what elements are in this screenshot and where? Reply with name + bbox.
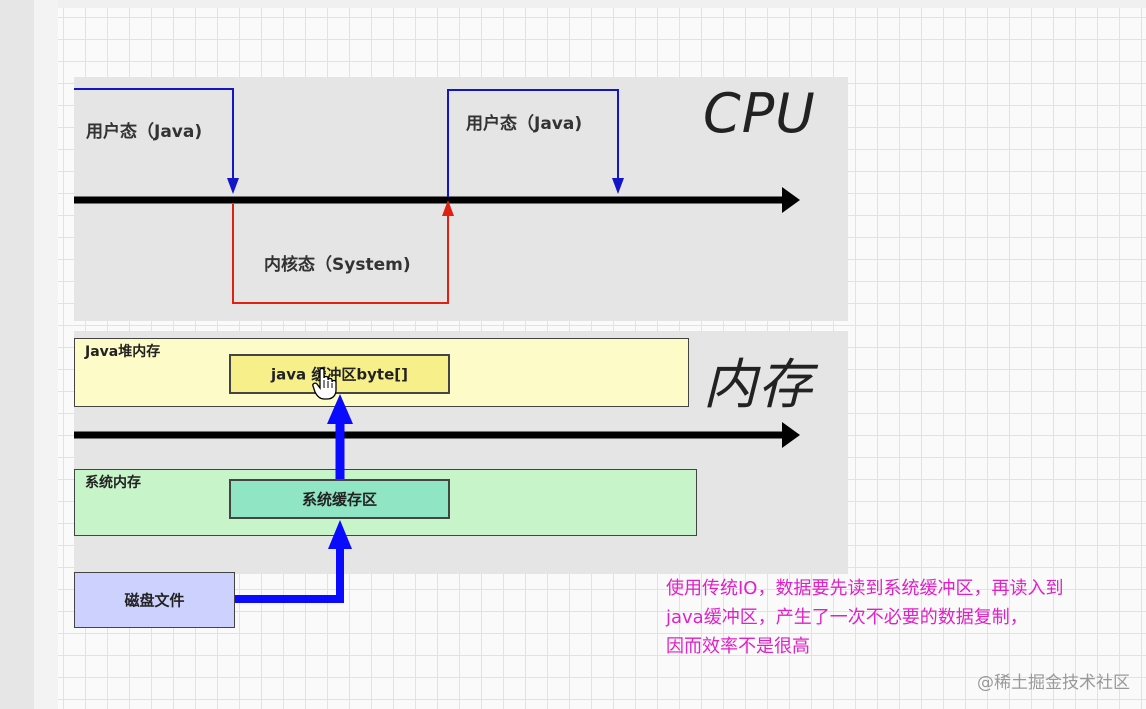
note-line: java缓冲区，产生了一次不必要的数据复制， (666, 607, 1028, 628)
system-buffer-to-java-buffer-arrow (327, 394, 353, 479)
system-buffer-label: 系统缓存区 (301, 490, 377, 509)
java-heap-label: Java堆内存 (85, 344, 161, 360)
memory-title: 内存 (703, 353, 813, 416)
explanation-note: 使用传统IO，数据要先读到系统缓冲区，再读入到 java缓冲区，产生了一次不必要… (666, 574, 1136, 661)
user-mode-2-label: 用户态（Java) (466, 114, 583, 134)
user-mode-1-path (74, 88, 239, 194)
java-buffer-box: java 缓冲区byte[] (229, 354, 450, 394)
memory-timeline-arrow (74, 422, 800, 448)
user-mode-1-label: 用户态（Java) (86, 122, 203, 142)
system-buffer-box: 系统缓存区 (229, 479, 450, 519)
cpu-title: CPU (703, 82, 816, 145)
disk-to-system-buffer-arrow (235, 520, 352, 603)
java-buffer-label: java 缓冲区byte[] (271, 365, 408, 384)
system-memory-label: 系统内存 (85, 475, 141, 491)
window-top-edge (58, 0, 1146, 8)
note-line: 使用传统IO，数据要先读到系统缓冲区，再读入到 (666, 578, 1064, 599)
kernel-mode-label: 内核态（System) (264, 255, 411, 275)
user-mode-2-path (447, 89, 624, 197)
window-left-margin (34, 0, 58, 709)
cpu-timeline-arrow (74, 187, 800, 213)
disk-file-box: 磁盘文件 (74, 572, 235, 628)
kernel-mode-path (232, 200, 454, 304)
watermark: @稀土掘金技术社区 (977, 673, 1130, 693)
window-left-edge (0, 0, 34, 709)
note-line: 因而效率不是很高 (666, 636, 810, 657)
hand-cursor-icon (312, 367, 337, 400)
disk-file-label: 磁盘文件 (124, 591, 185, 610)
